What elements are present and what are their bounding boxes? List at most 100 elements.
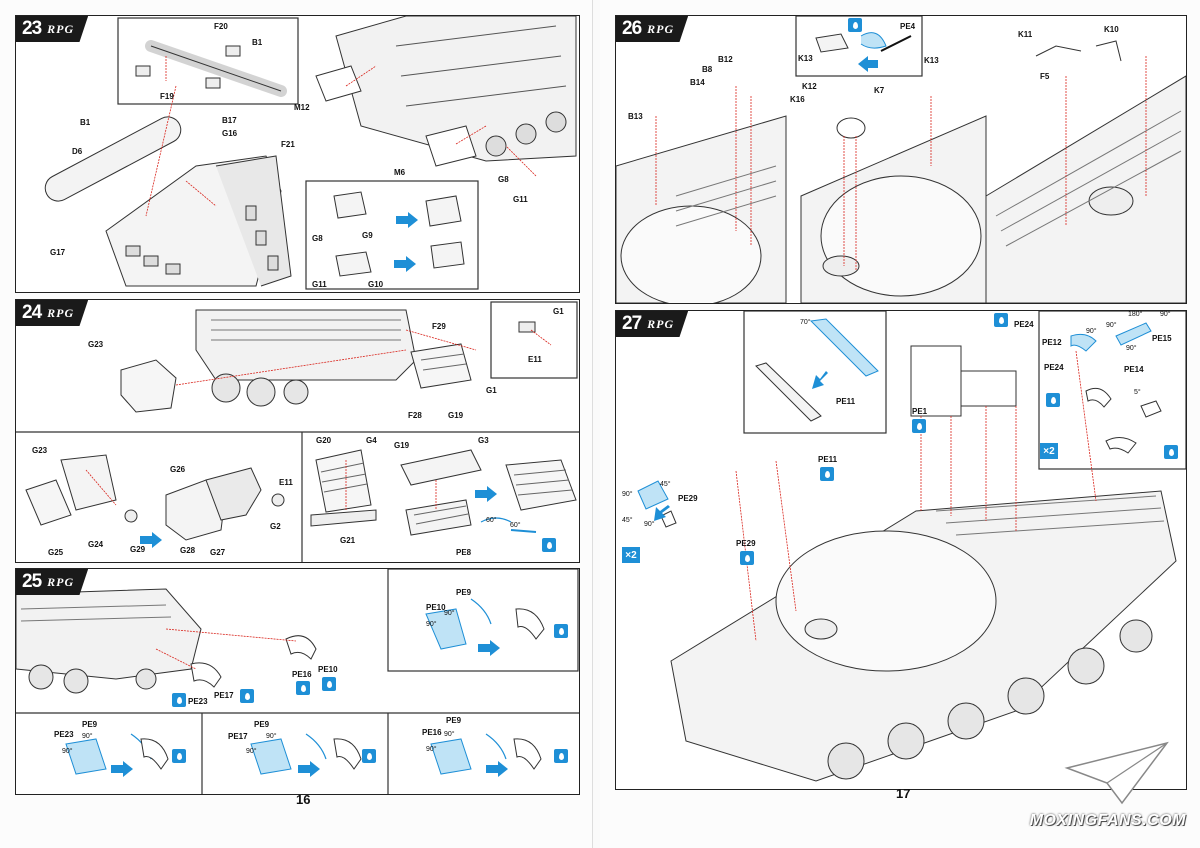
part-label-PE9: PE9 [456,588,472,597]
part-label-B8: B8 [702,65,713,74]
step-number: 24 [22,302,42,323]
angle-label: 90° [426,746,437,753]
part-label-G1: G1 [553,307,564,316]
angle-label: 90° [444,610,455,617]
glue-icon [820,467,834,481]
part-label-B13: B13 [628,112,643,121]
part-label-G27: G27 [210,548,226,557]
part-label-PE1: PE1 [912,407,928,416]
step-24-panel: 24 RPG [15,299,580,563]
step-number: 23 [22,18,42,39]
angle-label: 90° [444,731,455,738]
part-label-F19: F19 [160,92,174,101]
part-label-G23: G23 [88,340,104,349]
part-label-PE4: PE4 [900,22,916,31]
angle-label: 90° [1086,328,1097,335]
part-label-G25: G25 [48,548,64,557]
brand-logo: RPG [647,21,675,36]
part-label-F28: F28 [408,411,422,420]
part-label-PE14: PE14 [1124,365,1144,374]
angle-label: 90° [266,733,277,740]
part-label-G19: G19 [394,441,410,450]
part-label-G11: G11 [312,280,327,289]
part-label-E11: E11 [528,355,542,364]
glue-icon [848,18,862,32]
step-26-panel: 26 RPG [615,15,1187,304]
part-label-PE15: PE15 [1152,334,1172,343]
glue-icon [554,749,568,763]
glue-icon [554,624,568,638]
angle-label: 90° [1106,322,1117,329]
brand-logo: RPG [47,305,75,320]
angle-label: 90° [62,748,73,755]
angle-label: 60° [510,522,521,529]
step-27-illustration [637,311,1186,782]
part-label-G24: G24 [88,540,104,549]
part-label-G3: G3 [478,436,489,445]
part-label-K10: K10 [1104,25,1119,34]
part-label-G29: G29 [130,545,146,554]
part-label-E11: E11 [279,478,293,487]
part-label-PE11: PE11 [836,397,856,406]
part-label-K16: K16 [790,95,805,104]
part-label-G17: G17 [50,248,66,257]
part-label-PE29: PE29 [678,494,698,503]
glue-icon [994,313,1008,327]
glue-icon [240,689,254,703]
part-label-B14: B14 [690,78,705,87]
step-25-header: 25 RPG [16,569,89,595]
step-number: 27 [622,313,642,334]
step-23-panel: 23 RPG [15,15,580,293]
glue-icon [912,419,926,433]
part-label-K12: K12 [802,82,817,91]
multiplier-badge: ×2 [622,547,640,563]
part-label-K11: K11 [1018,30,1033,39]
glue-icon [296,681,310,695]
glue-icon [322,677,336,691]
part-label-PE17: PE17 [214,691,234,700]
step-27-panel: 27 RPG [615,310,1187,790]
part-label-G28: G28 [180,546,196,555]
glue-icon [740,551,754,565]
step-27-header: 27 RPG [616,311,689,337]
part-label-B12: B12 [718,55,733,64]
watermark: MOXINGFANS.COM [1029,812,1186,829]
part-label-B1: B1 [80,118,91,127]
angle-label: 5° [1134,389,1141,396]
part-label-D6: D6 [72,147,83,156]
brand-logo: RPG [647,316,675,331]
left-page: 23 RPG [0,0,593,848]
part-label-G8: G8 [498,175,509,184]
step-24-header: 24 RPG [16,300,89,326]
part-label-G9: G9 [362,231,373,240]
step-number: 25 [22,571,42,592]
part-label-PE29: PE29 [736,539,756,548]
part-label-PE23: PE23 [54,730,74,739]
part-label-PE16: PE16 [292,670,312,679]
angle-label: 70° [800,319,811,326]
part-label-G1: G1 [486,386,497,395]
angle-label: 90° [622,491,633,498]
part-label-PE16: PE16 [422,728,442,737]
part-label-PE8: PE8 [456,548,472,557]
brand-logo: RPG [47,21,75,36]
part-label-PE12: PE12 [1042,338,1062,347]
part-label-PE24: PE24 [1044,363,1064,372]
angle-label: 90° [426,621,437,628]
step-26-header: 26 RPG [616,16,689,42]
part-label-G11: G11 [513,195,528,204]
step-25-panel: 25 RPG [15,568,580,795]
glue-icon [362,749,376,763]
angle-label: 90° [644,521,655,528]
step-23-header: 23 RPG [16,16,89,42]
multiplier-badge: ×2 [1040,443,1058,459]
angle-label: 90° [1160,311,1171,318]
part-label-PE11: PE11 [818,455,838,464]
angle-label: 90° [1126,345,1137,352]
part-label-G23: G23 [32,446,48,455]
part-label-K13: K13 [798,54,813,63]
part-label-PE10: PE10 [426,603,446,612]
part-label-G10: G10 [368,280,384,289]
step-25-illustration [16,569,579,794]
part-label-G8: G8 [312,234,323,243]
